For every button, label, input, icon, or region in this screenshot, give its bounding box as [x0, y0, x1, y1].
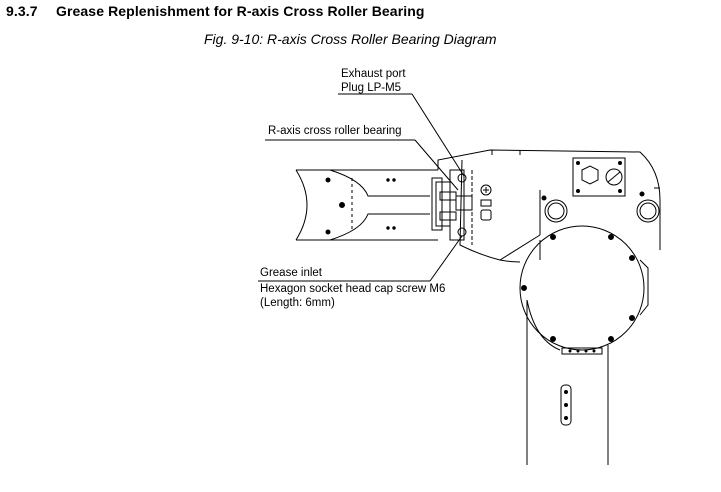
- leader-lines: [258, 93, 465, 282]
- grease-inlet-note: (Length: 6mm): [260, 297, 335, 309]
- grease-inlet-icon: [457, 227, 467, 237]
- vertical-column: [526, 240, 609, 465]
- grease-inlet-callout: Grease inlet Hexagon socket head cap scr…: [260, 266, 445, 310]
- arm-link: [295, 169, 438, 241]
- bearing-title: R-axis cross roller bearing: [268, 125, 402, 137]
- slot-plate: [560, 384, 572, 426]
- section-heading: 9.3.7 Grease Replenishment for R-axis Cro…: [6, 3, 425, 19]
- exhaust-port-callout: Exhaust port Plug LP-M5: [341, 67, 406, 95]
- bearing-callout: R-axis cross roller bearing: [268, 124, 402, 138]
- figure-caption: Fig. 9-10: R-axis Cross Roller Bearing D…: [204, 31, 497, 47]
- bolt-icon: [339, 202, 345, 208]
- hex-cap-icon: [581, 165, 599, 185]
- exhaust-port-title: Exhaust port: [341, 68, 406, 80]
- grease-inlet-detail: Hexagon socket head cap screw M6: [260, 283, 446, 295]
- cover-plate: [572, 157, 626, 197]
- circular-flange: [519, 225, 649, 355]
- grease-inlet-title: Grease inlet: [260, 267, 323, 279]
- section-title: Grease Replenishment for R-axis Cross Ro…: [56, 3, 425, 19]
- exhaust-port-detail: Plug LP-M5: [341, 82, 402, 94]
- housing-outline: [437, 149, 661, 263]
- section-number: 9.3.7: [6, 3, 38, 19]
